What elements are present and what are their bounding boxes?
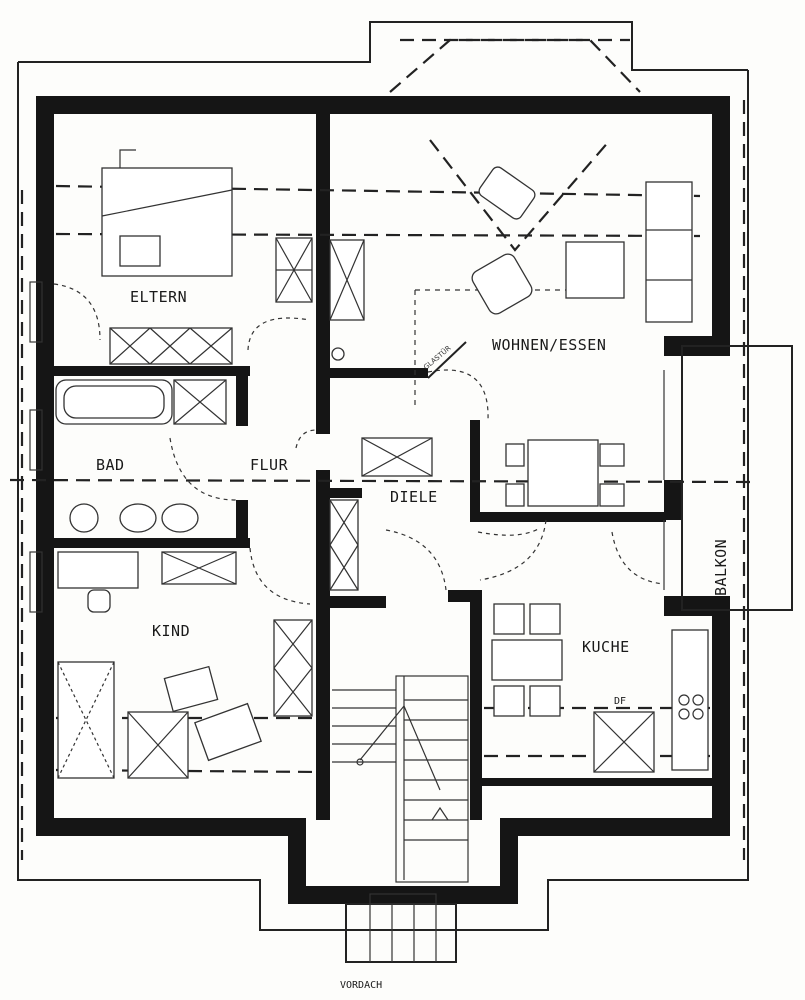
door-swings — [53, 283, 665, 605]
balkon — [663, 345, 793, 611]
room-label-wohnen-essen: WOHNEN/ESSEN — [492, 336, 606, 354]
room-label-bad: BAD — [96, 456, 125, 474]
eltern-furniture — [101, 149, 313, 365]
kuche-furniture — [491, 603, 709, 773]
exterior-walls — [36, 96, 730, 904]
room-label-kuche: KUCHE — [582, 638, 630, 656]
staircase — [332, 675, 469, 883]
room-label-flur: FLUR — [250, 456, 289, 474]
kind-furniture — [57, 551, 313, 779]
vordach-canopy — [345, 893, 457, 963]
dormer — [389, 38, 641, 252]
windows — [29, 281, 43, 613]
room-label-kind: KIND — [152, 622, 190, 640]
label-vordach: VORDACH — [340, 980, 382, 991]
label-df: DF — [614, 696, 626, 707]
label-glastur: GLASTÜR — [422, 343, 453, 371]
room-label-balkon: BALKON — [712, 539, 730, 596]
bad-fixtures — [55, 379, 227, 533]
roof-outline — [17, 21, 749, 931]
wohnen-furniture — [471, 166, 693, 507]
flur-diele-elements — [329, 239, 433, 591]
glastur-marker — [427, 341, 467, 379]
room-label-eltern: ELTERN — [130, 288, 187, 306]
room-label-diele: DIELE — [390, 488, 438, 506]
interior-walls — [54, 114, 730, 820]
